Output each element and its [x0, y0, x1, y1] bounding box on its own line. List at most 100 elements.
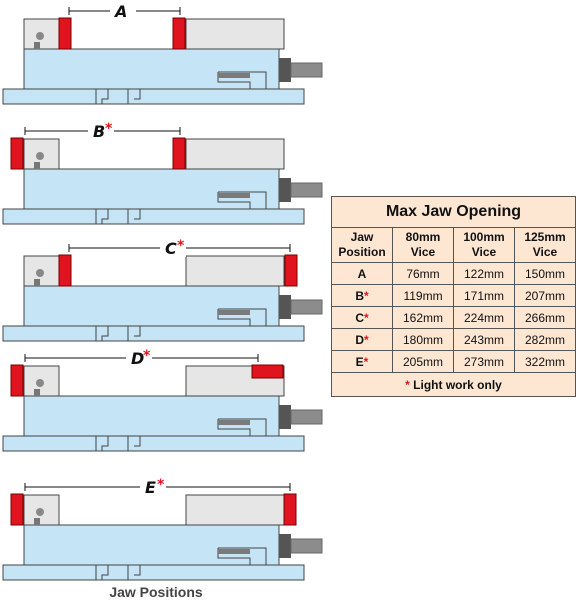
screw-nut — [279, 405, 291, 429]
position-cell: C* — [331, 306, 393, 329]
dimension-label: D — [131, 349, 144, 368]
jaw-screw — [36, 379, 44, 387]
value-cell: 207mm — [513, 284, 577, 307]
light-work-star: * — [143, 348, 151, 364]
jaw-screw — [36, 269, 44, 277]
vice-base-plate — [2, 325, 305, 342]
vice-position-d: D* — [2, 348, 323, 452]
value-cell: 243mm — [453, 328, 515, 351]
dimension-label: E — [145, 478, 156, 497]
vice-position-c: C* — [2, 238, 323, 342]
left-red-jaw — [58, 254, 72, 287]
screw-nut — [279, 295, 291, 319]
slide-bar — [218, 549, 250, 554]
jaw-screw — [36, 32, 44, 40]
position-cell: A — [331, 262, 393, 285]
right-red-jaw — [172, 137, 186, 170]
jaw-pin — [34, 42, 40, 49]
moving-jaw-block — [185, 494, 285, 526]
right-red-jaw — [251, 364, 284, 379]
screw-handle — [290, 299, 323, 315]
slide-bar — [218, 420, 250, 425]
vice-body — [23, 395, 280, 437]
screw-handle — [290, 409, 323, 425]
light-work-note: * Light work only — [330, 372, 577, 397]
value-cell: 322mm — [513, 350, 577, 373]
table-row: C* 162mm 224mm 266mm — [331, 306, 577, 329]
slide-bar — [218, 310, 250, 315]
position-cell: E* — [331, 350, 393, 373]
value-cell: 150mm — [513, 262, 577, 285]
base-slot — [95, 565, 141, 580]
vice-base-plate — [2, 564, 305, 581]
screw-nut — [279, 178, 291, 202]
value-cell: 76mm — [392, 262, 454, 285]
moving-jaw-block — [185, 18, 285, 50]
jaw-pin — [34, 518, 40, 525]
value-cell: 282mm — [513, 328, 577, 351]
jaw-pin — [34, 389, 40, 396]
value-cell: 162mm — [392, 306, 454, 329]
vice-position-e: E* — [2, 477, 323, 581]
vice-body — [23, 48, 280, 90]
vice-position-a: A — [2, 2, 323, 105]
jaw-positions-caption: Jaw Positions — [109, 584, 203, 600]
light-work-star: * — [157, 477, 165, 493]
right-red-jaw — [283, 493, 297, 526]
vice-body — [23, 168, 280, 210]
base-slot — [95, 326, 141, 341]
table-row: D* 180mm 243mm 282mm — [331, 328, 577, 351]
table-row: A 76mm 122mm 150mm — [331, 262, 577, 285]
base-slot — [95, 436, 141, 451]
screw-nut — [279, 534, 291, 558]
jaw-pin — [34, 162, 40, 169]
dimension-label: C — [165, 239, 177, 258]
value-cell: 205mm — [392, 350, 454, 373]
moving-jaw-block — [185, 138, 285, 170]
right-red-jaw — [284, 254, 298, 287]
position-cell: B* — [331, 284, 393, 307]
value-cell: 224mm — [453, 306, 515, 329]
base-slot — [95, 209, 141, 224]
jaw-screw — [36, 508, 44, 516]
table-title: Max Jaw Opening — [330, 196, 577, 228]
left-red-jaw — [58, 17, 72, 50]
light-work-star: * — [177, 238, 185, 254]
value-cell: 122mm — [453, 262, 515, 285]
table-row: E* 205mm 273mm 322mm — [331, 350, 577, 373]
value-cell: 119mm — [392, 284, 454, 307]
table-row: B* 119mm 171mm 207mm — [331, 284, 577, 307]
screw-handle — [290, 62, 323, 78]
vice-base-plate — [2, 208, 305, 225]
screw-nut — [279, 58, 291, 82]
vice-body — [23, 524, 280, 566]
screw-handle — [290, 182, 323, 198]
vice-base-plate — [2, 88, 305, 105]
dimension-label: B — [93, 122, 105, 141]
dimension-label: A — [113, 2, 127, 21]
left-red-jaw — [10, 137, 24, 170]
base-slot — [95, 89, 141, 104]
jaw-pin — [34, 279, 40, 286]
slide-bar — [218, 193, 250, 198]
moving-jaw-block — [185, 255, 285, 287]
value-cell: 180mm — [392, 328, 454, 351]
vice-body — [23, 285, 280, 327]
left-red-jaw — [10, 364, 24, 397]
slide-bar — [218, 73, 250, 78]
left-red-jaw — [10, 493, 24, 526]
light-work-star: * — [105, 121, 113, 137]
value-cell: 171mm — [453, 284, 515, 307]
vice-position-b: B* — [2, 121, 323, 225]
vice-base-plate — [2, 435, 305, 452]
screw-handle — [290, 538, 323, 554]
value-cell: 266mm — [513, 306, 577, 329]
right-red-jaw — [172, 17, 186, 50]
value-cell: 273mm — [453, 350, 515, 373]
